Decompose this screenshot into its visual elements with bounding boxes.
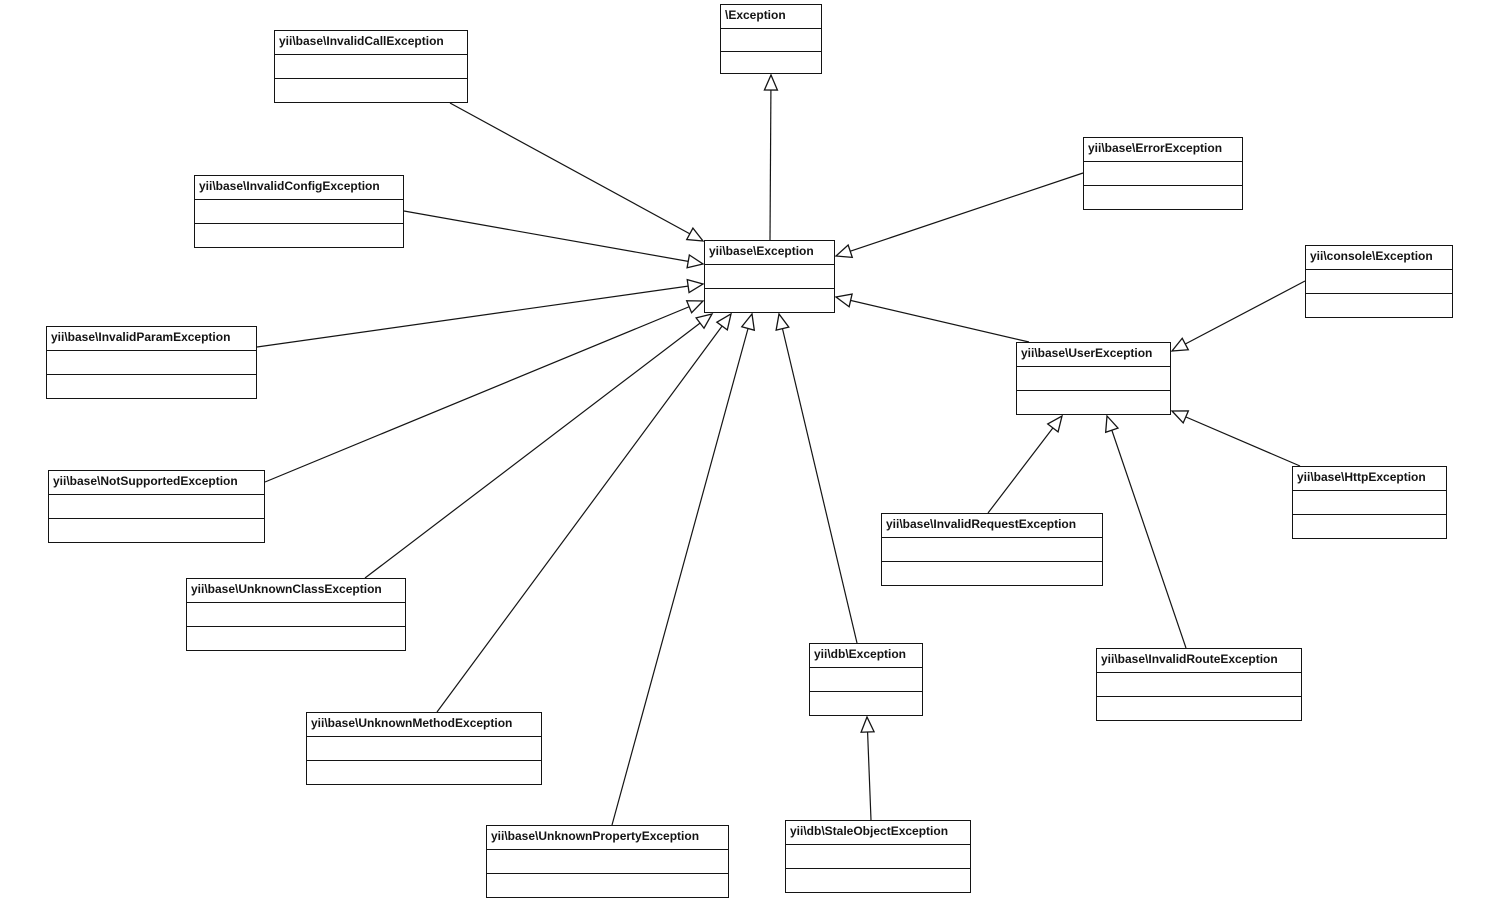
edge-unknownproperty-to-baseexception xyxy=(611,314,752,826)
class-name: yii\base\UnknownPropertyException xyxy=(487,826,728,850)
class-box-error-exception: yii\base\ErrorException xyxy=(1083,137,1243,210)
edge-invalidroute-to-userexception xyxy=(1107,416,1187,649)
methods-compartment xyxy=(187,626,405,650)
attributes-compartment xyxy=(195,200,403,223)
class-box-invalid-request-exception: yii\base\InvalidRequestException xyxy=(881,513,1103,586)
class-name: yii\base\HttpException xyxy=(1293,467,1446,491)
class-box-db-exception: yii\db\Exception xyxy=(809,643,923,716)
edge-invalidcall-to-baseexception xyxy=(449,102,703,241)
methods-compartment xyxy=(721,50,821,74)
class-name: yii\base\InvalidRequestException xyxy=(882,514,1102,538)
attributes-compartment xyxy=(275,55,467,78)
edge-consoleexception-to-userexception xyxy=(1172,280,1306,351)
methods-compartment xyxy=(47,374,256,398)
class-name: yii\base\InvalidParamException xyxy=(47,327,256,351)
attributes-compartment xyxy=(810,668,922,691)
class-name: yii\base\InvalidCallException xyxy=(275,31,467,55)
edge-invalidrequest-to-userexception xyxy=(987,416,1062,514)
class-box-invalid-route-exception: yii\base\InvalidRouteException xyxy=(1096,648,1302,721)
attributes-compartment xyxy=(1017,367,1170,390)
methods-compartment xyxy=(195,223,403,247)
edge-errorexception-to-baseexception xyxy=(836,172,1084,256)
class-box-invalid-call-exception: yii\base\InvalidCallException xyxy=(274,30,468,103)
class-name: yii\base\NotSupportedException xyxy=(49,471,264,495)
attributes-compartment xyxy=(487,850,728,873)
class-name: yii\base\UserException xyxy=(1017,343,1170,367)
methods-compartment xyxy=(1293,514,1446,538)
attributes-compartment xyxy=(721,29,821,51)
class-box-invalid-config-exception: yii\base\InvalidConfigException xyxy=(194,175,404,248)
methods-compartment xyxy=(49,518,264,542)
class-name: yii\base\InvalidRouteException xyxy=(1097,649,1301,673)
edge-unknownmethod-to-baseexception xyxy=(436,314,731,713)
attributes-compartment xyxy=(187,603,405,626)
class-name: yii\base\UnknownMethodException xyxy=(307,713,541,737)
methods-compartment xyxy=(810,691,922,715)
class-box-unknown-property-exception: yii\base\UnknownPropertyException xyxy=(486,825,729,898)
attributes-compartment xyxy=(307,737,541,760)
class-box-http-exception: yii\base\HttpException xyxy=(1292,466,1447,539)
methods-compartment xyxy=(275,78,467,102)
edge-baseexception-to-exception xyxy=(770,75,771,241)
class-name: yii\base\UnknownClassException xyxy=(187,579,405,603)
edge-staleobject-to-dbexception xyxy=(867,717,871,821)
attributes-compartment xyxy=(705,265,834,288)
edge-invalidparam-to-baseexception xyxy=(256,284,703,348)
edge-userexception-to-baseexception xyxy=(836,297,1030,343)
class-name: yii\base\InvalidConfigException xyxy=(195,176,403,200)
class-box-unknown-method-exception: yii\base\UnknownMethodException xyxy=(306,712,542,785)
class-name: yii\db\Exception xyxy=(810,644,922,668)
class-box-exception: \Exception xyxy=(720,4,822,74)
class-box-user-exception: yii\base\UserException xyxy=(1016,342,1171,415)
methods-compartment xyxy=(705,288,834,312)
class-box-not-supported-exception: yii\base\NotSupportedException xyxy=(48,470,265,543)
attributes-compartment xyxy=(47,351,256,374)
attributes-compartment xyxy=(1084,162,1242,185)
attributes-compartment xyxy=(882,538,1102,561)
methods-compartment xyxy=(307,760,541,784)
methods-compartment xyxy=(1306,293,1452,317)
edge-dbexception-to-baseexception xyxy=(779,314,858,644)
edge-invalidconfig-to-baseexception xyxy=(403,210,703,264)
attributes-compartment xyxy=(786,845,970,868)
methods-compartment xyxy=(1097,696,1301,720)
methods-compartment xyxy=(1017,390,1170,414)
methods-compartment xyxy=(487,873,728,897)
attributes-compartment xyxy=(49,495,264,518)
class-name: yii\db\StaleObjectException xyxy=(786,821,970,845)
attributes-compartment xyxy=(1306,270,1452,293)
class-name: yii\base\Exception xyxy=(705,241,834,265)
class-name: yii\console\Exception xyxy=(1306,246,1452,270)
class-box-stale-object-exception: yii\db\StaleObjectException xyxy=(785,820,971,893)
attributes-compartment xyxy=(1293,491,1446,514)
methods-compartment xyxy=(882,561,1102,585)
class-box-base-exception: yii\base\Exception xyxy=(704,240,835,313)
edge-unknownclass-to-baseexception xyxy=(364,314,712,579)
class-box-invalid-param-exception: yii\base\InvalidParamException xyxy=(46,326,257,399)
edge-notsupported-to-baseexception xyxy=(264,301,703,483)
attributes-compartment xyxy=(1097,673,1301,696)
methods-compartment xyxy=(786,868,970,892)
class-name: yii\base\ErrorException xyxy=(1084,138,1242,162)
methods-compartment xyxy=(1084,185,1242,209)
class-name: \Exception xyxy=(721,5,821,29)
class-box-console-exception: yii\console\Exception xyxy=(1305,245,1453,318)
class-box-unknown-class-exception: yii\base\UnknownClassException xyxy=(186,578,406,651)
edge-httpexception-to-userexception xyxy=(1172,411,1301,467)
